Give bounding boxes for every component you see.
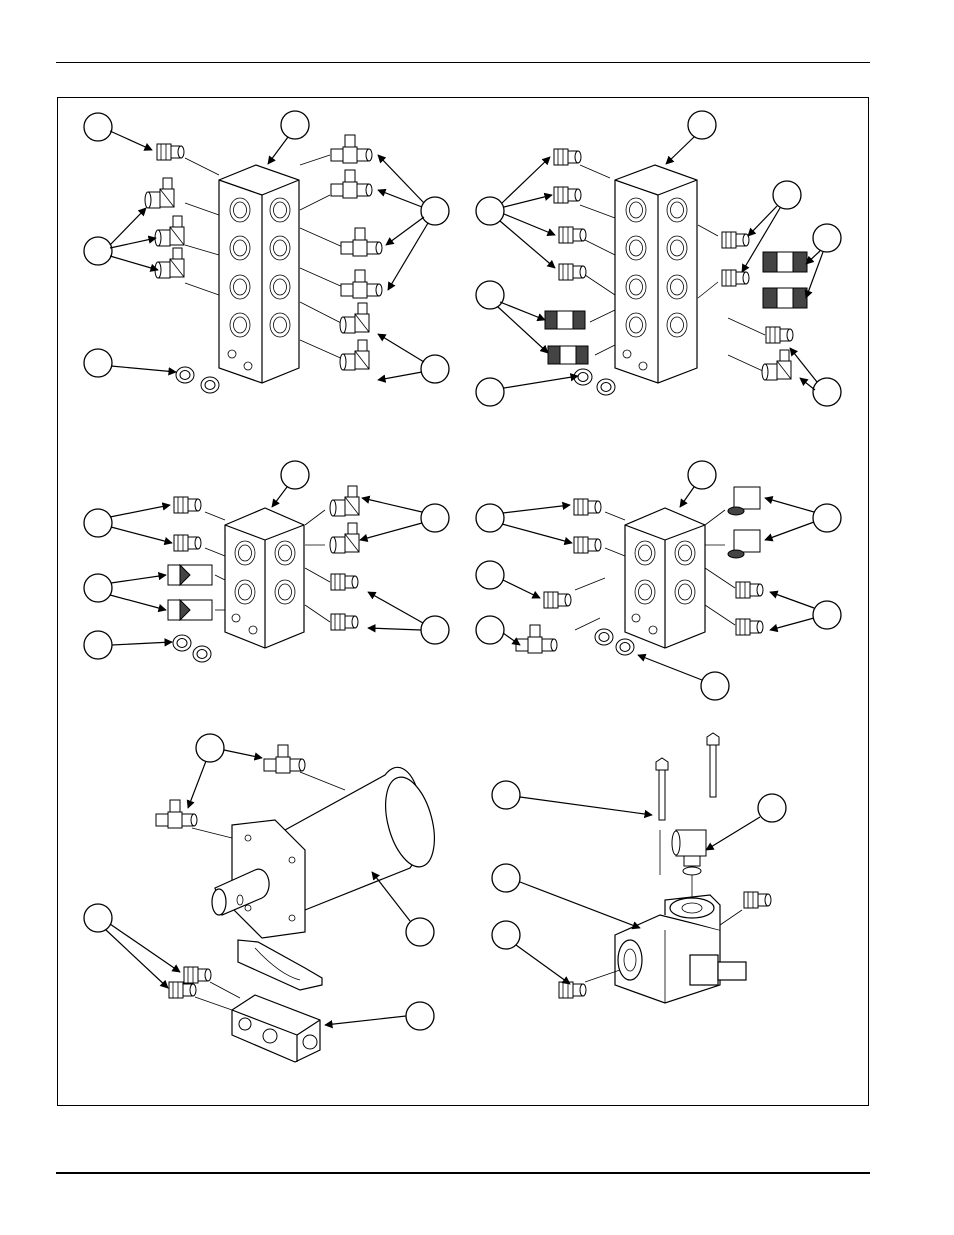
manifold-six-port-b [476, 111, 841, 406]
callout [196, 734, 224, 762]
callout [701, 672, 729, 700]
callout [84, 574, 112, 602]
callout [476, 504, 504, 532]
callout [84, 237, 112, 265]
callout [476, 561, 504, 589]
callout [476, 281, 504, 309]
callout [406, 1002, 434, 1030]
callout [758, 794, 786, 822]
callout [476, 616, 504, 644]
callout [492, 921, 520, 949]
callout [421, 504, 449, 532]
callout [813, 601, 841, 629]
callout [281, 461, 309, 489]
callout [773, 181, 801, 209]
callout [492, 864, 520, 892]
callout [421, 355, 449, 383]
hydraulic-cylinder-assembly [84, 734, 443, 1062]
valve-body-assembly [492, 733, 786, 1003]
callout [421, 197, 449, 225]
callout [688, 461, 716, 489]
callout [84, 349, 112, 377]
callout [281, 111, 309, 139]
manifold-four-port-a [84, 461, 449, 662]
callout [421, 616, 449, 644]
callout [84, 904, 112, 932]
callout [84, 113, 112, 141]
callout [813, 224, 841, 252]
callout [406, 918, 434, 946]
callout [476, 197, 504, 225]
callout [492, 781, 520, 809]
manifold-four-port-b [476, 461, 841, 700]
callout [688, 111, 716, 139]
callout [813, 504, 841, 532]
manifold-six-port-a [84, 111, 449, 393]
callout [84, 509, 112, 537]
callout [84, 631, 112, 659]
callout [476, 378, 504, 406]
callout [813, 378, 841, 406]
